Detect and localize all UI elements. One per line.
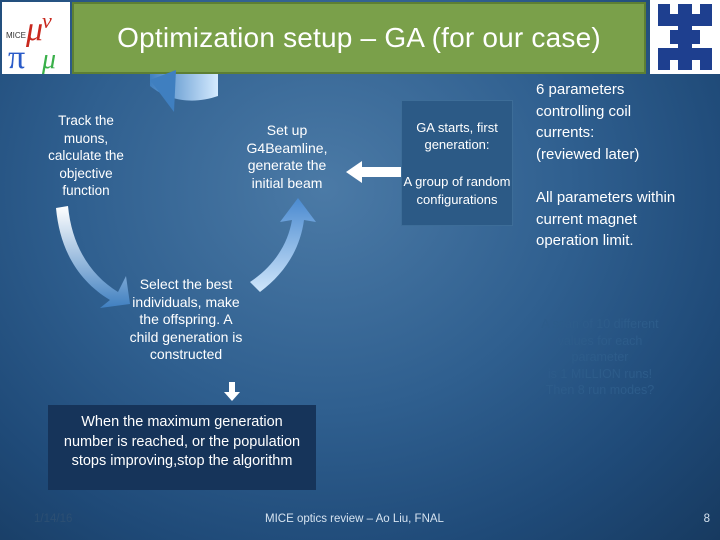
ga-first-generation-text: GA starts, first generation:: [416, 120, 498, 152]
top-cycle-arrow: [150, 70, 218, 112]
ga-start-box: [401, 100, 513, 226]
fermilab-logo: [650, 0, 720, 74]
select-offspring-text: Select the best individuals, make the of…: [129, 276, 243, 362]
limit-line-3: operation limit.: [536, 232, 634, 249]
scan-line-5: Then 8 run modes?: [545, 383, 655, 397]
scan-line-3: parameter: [571, 350, 629, 364]
scan-line-2: values for each: [557, 333, 643, 348]
down-arrow-icon: [224, 382, 240, 401]
svg-text:μ: μ: [41, 44, 56, 74]
left-pointing-arrow: [346, 161, 402, 183]
setup-beam-text: Set up G4Beamline, generate the initial …: [246, 122, 328, 191]
svg-text:MICE: MICE: [6, 31, 26, 40]
right-cycle-arrow: [250, 198, 316, 292]
page-number: 8: [703, 513, 710, 525]
limit-line-1: All parameters within: [536, 189, 676, 206]
ga-random-configs-text: A group of random configurations: [403, 174, 511, 207]
parameters-line-1: 6 parameters: [536, 81, 625, 98]
svg-text:π: π: [8, 39, 25, 74]
stop-condition-box: [48, 405, 316, 490]
fermilab-logo-graphic: [658, 4, 712, 70]
parameters-note: 6 parameters controlling coil currents: …: [536, 79, 716, 165]
operation-limit-note: All parameters within current magnet ope…: [536, 187, 716, 252]
stop-condition-text: When the maximum generation number is re…: [63, 414, 301, 469]
mice-logo: μ ν π μ MICE: [2, 2, 70, 76]
parameters-line-2: controlling coil: [536, 102, 632, 120]
parameters-line-3: currents:: [536, 124, 595, 141]
track-muons-text: Track the muons, calculate the objective…: [48, 113, 124, 198]
parameters-line-4: (reviewed later): [536, 145, 640, 163]
svg-text:μ: μ: [25, 11, 43, 48]
slide-title: Optimization setup – GA (for our case): [117, 22, 601, 53]
title-bar: Optimization setup – GA (for our case): [72, 2, 646, 74]
svg-text:ν: ν: [42, 8, 52, 33]
limit-line-2: current magnet: [536, 210, 637, 228]
scan-line-4: is 1 MILLION runs!: [547, 366, 653, 381]
mice-logo-graphic: μ ν π μ MICE: [6, 8, 56, 76]
left-cycle-arrow: [56, 206, 130, 308]
scan-runs-note: A scan of 10 different values for each p…: [520, 316, 680, 399]
footer-presenter: MICE optics review – Ao Liu, FNAL: [265, 513, 444, 525]
footer-date: 1/14/16: [34, 513, 73, 525]
scan-line-1: A scan of 10 different: [541, 317, 659, 331]
